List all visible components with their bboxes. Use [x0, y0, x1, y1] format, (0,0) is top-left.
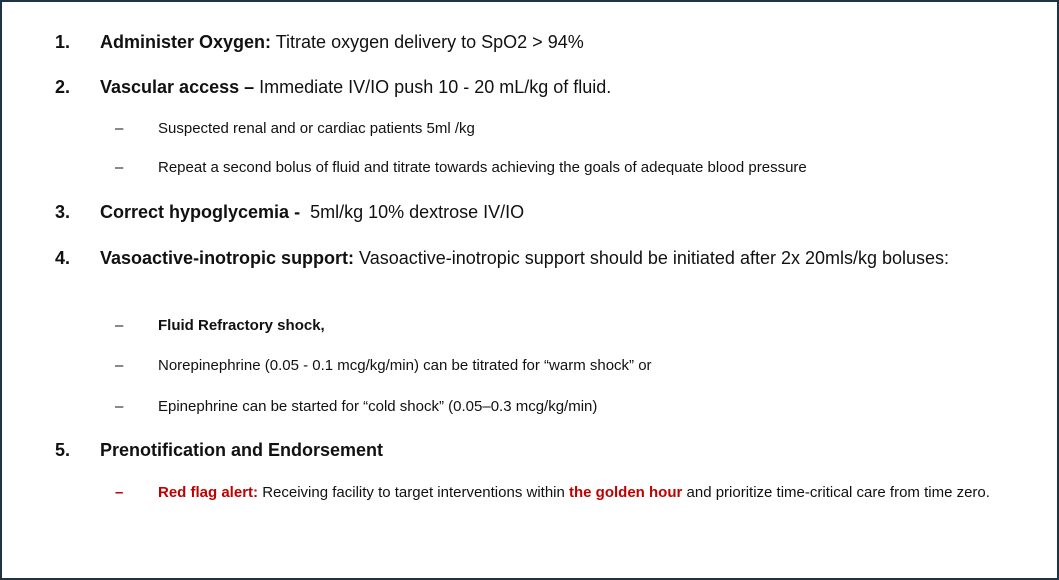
step-2: 2. Vascular access – Immediate IV/IO pus… — [55, 74, 1005, 100]
step-title: Vasoactive-inotropic support: — [100, 248, 355, 268]
step-text: Correct hypoglycemia - 5ml/kg 10% dextro… — [100, 199, 524, 225]
sub-text: Repeat a second bolus of fluid and titra… — [158, 159, 807, 176]
sub-item: – Fluid Refractory shock, — [115, 313, 1005, 338]
alert-label: Red flag alert: — [158, 484, 259, 501]
alert-body-end: and prioritize time-critical care from t… — [682, 484, 990, 501]
red-flag-alert: – Red flag alert: Receiving facility to … — [115, 480, 1005, 505]
step-4: 4. Vasoactive-inotropic support: Vasoact… — [55, 245, 1005, 271]
sub-text: Norepinephrine (0.05 - 0.1 mcg/kg/min) c… — [158, 357, 652, 374]
alert-body: Receiving facility to target interventio… — [258, 484, 570, 501]
sub-item: – Repeat a second bolus of fluid and tit… — [115, 155, 1005, 180]
sub-text: Suspected renal and or cardiac patients … — [158, 120, 475, 137]
alert-text: Red flag alert: Receiving facility to ta… — [158, 480, 1005, 505]
step-number: 3. — [55, 202, 71, 222]
step-title: Prenotification and Endorsement — [100, 440, 384, 460]
sub-item: – Epinephrine can be started for “cold s… — [115, 394, 1005, 419]
step-body: Immediate IV/IO push 10 - 20 mL/kg of fl… — [254, 77, 612, 97]
step-number: 2. — [55, 77, 71, 97]
step-number: 1. — [55, 32, 71, 52]
step-text: Prenotification and Endorsement — [100, 437, 383, 463]
step-1: 1. Administer Oxygen: Titrate oxygen del… — [55, 29, 1005, 55]
golden-hour-highlight: the golden hour — [569, 484, 683, 501]
sub-text: Fluid Refractory shock, — [158, 317, 325, 334]
step-number: 5. — [55, 440, 71, 460]
sub-item: – Suspected renal and or cardiac patient… — [115, 116, 1005, 141]
step-body: Vasoactive-inotropic support should be i… — [354, 248, 950, 268]
step-text: Vascular access – Immediate IV/IO push 1… — [100, 74, 611, 100]
step-3: 3. Correct hypoglycemia - 5ml/kg 10% dex… — [55, 199, 1005, 225]
step-text: Administer Oxygen: Titrate oxygen delive… — [100, 29, 584, 55]
dash-bullet: – — [115, 159, 124, 176]
dash-bullet: – — [115, 357, 124, 374]
step-title: Vascular access – — [100, 77, 255, 97]
step-number: 4. — [55, 248, 71, 268]
step-5: 5. Prenotification and Endorsement — [55, 437, 1005, 463]
dash-bullet: – — [115, 317, 124, 334]
dash-bullet: – — [115, 120, 124, 137]
step-body: 5ml/kg 10% dextrose IV/IO — [300, 202, 525, 222]
sub-item: – Norepinephrine (0.05 - 0.1 mcg/kg/min)… — [115, 353, 1005, 378]
step-text: Vasoactive-inotropic support: Vasoactive… — [100, 245, 949, 271]
step-title: Correct hypoglycemia - — [100, 202, 301, 222]
step-body: Titrate oxygen delivery to SpO2 > 94% — [271, 32, 584, 52]
dash-bullet: – — [115, 398, 124, 415]
dash-bullet: – — [115, 484, 124, 501]
step-title: Administer Oxygen: — [100, 32, 272, 52]
sub-text: Epinephrine can be started for “cold sho… — [158, 398, 598, 415]
